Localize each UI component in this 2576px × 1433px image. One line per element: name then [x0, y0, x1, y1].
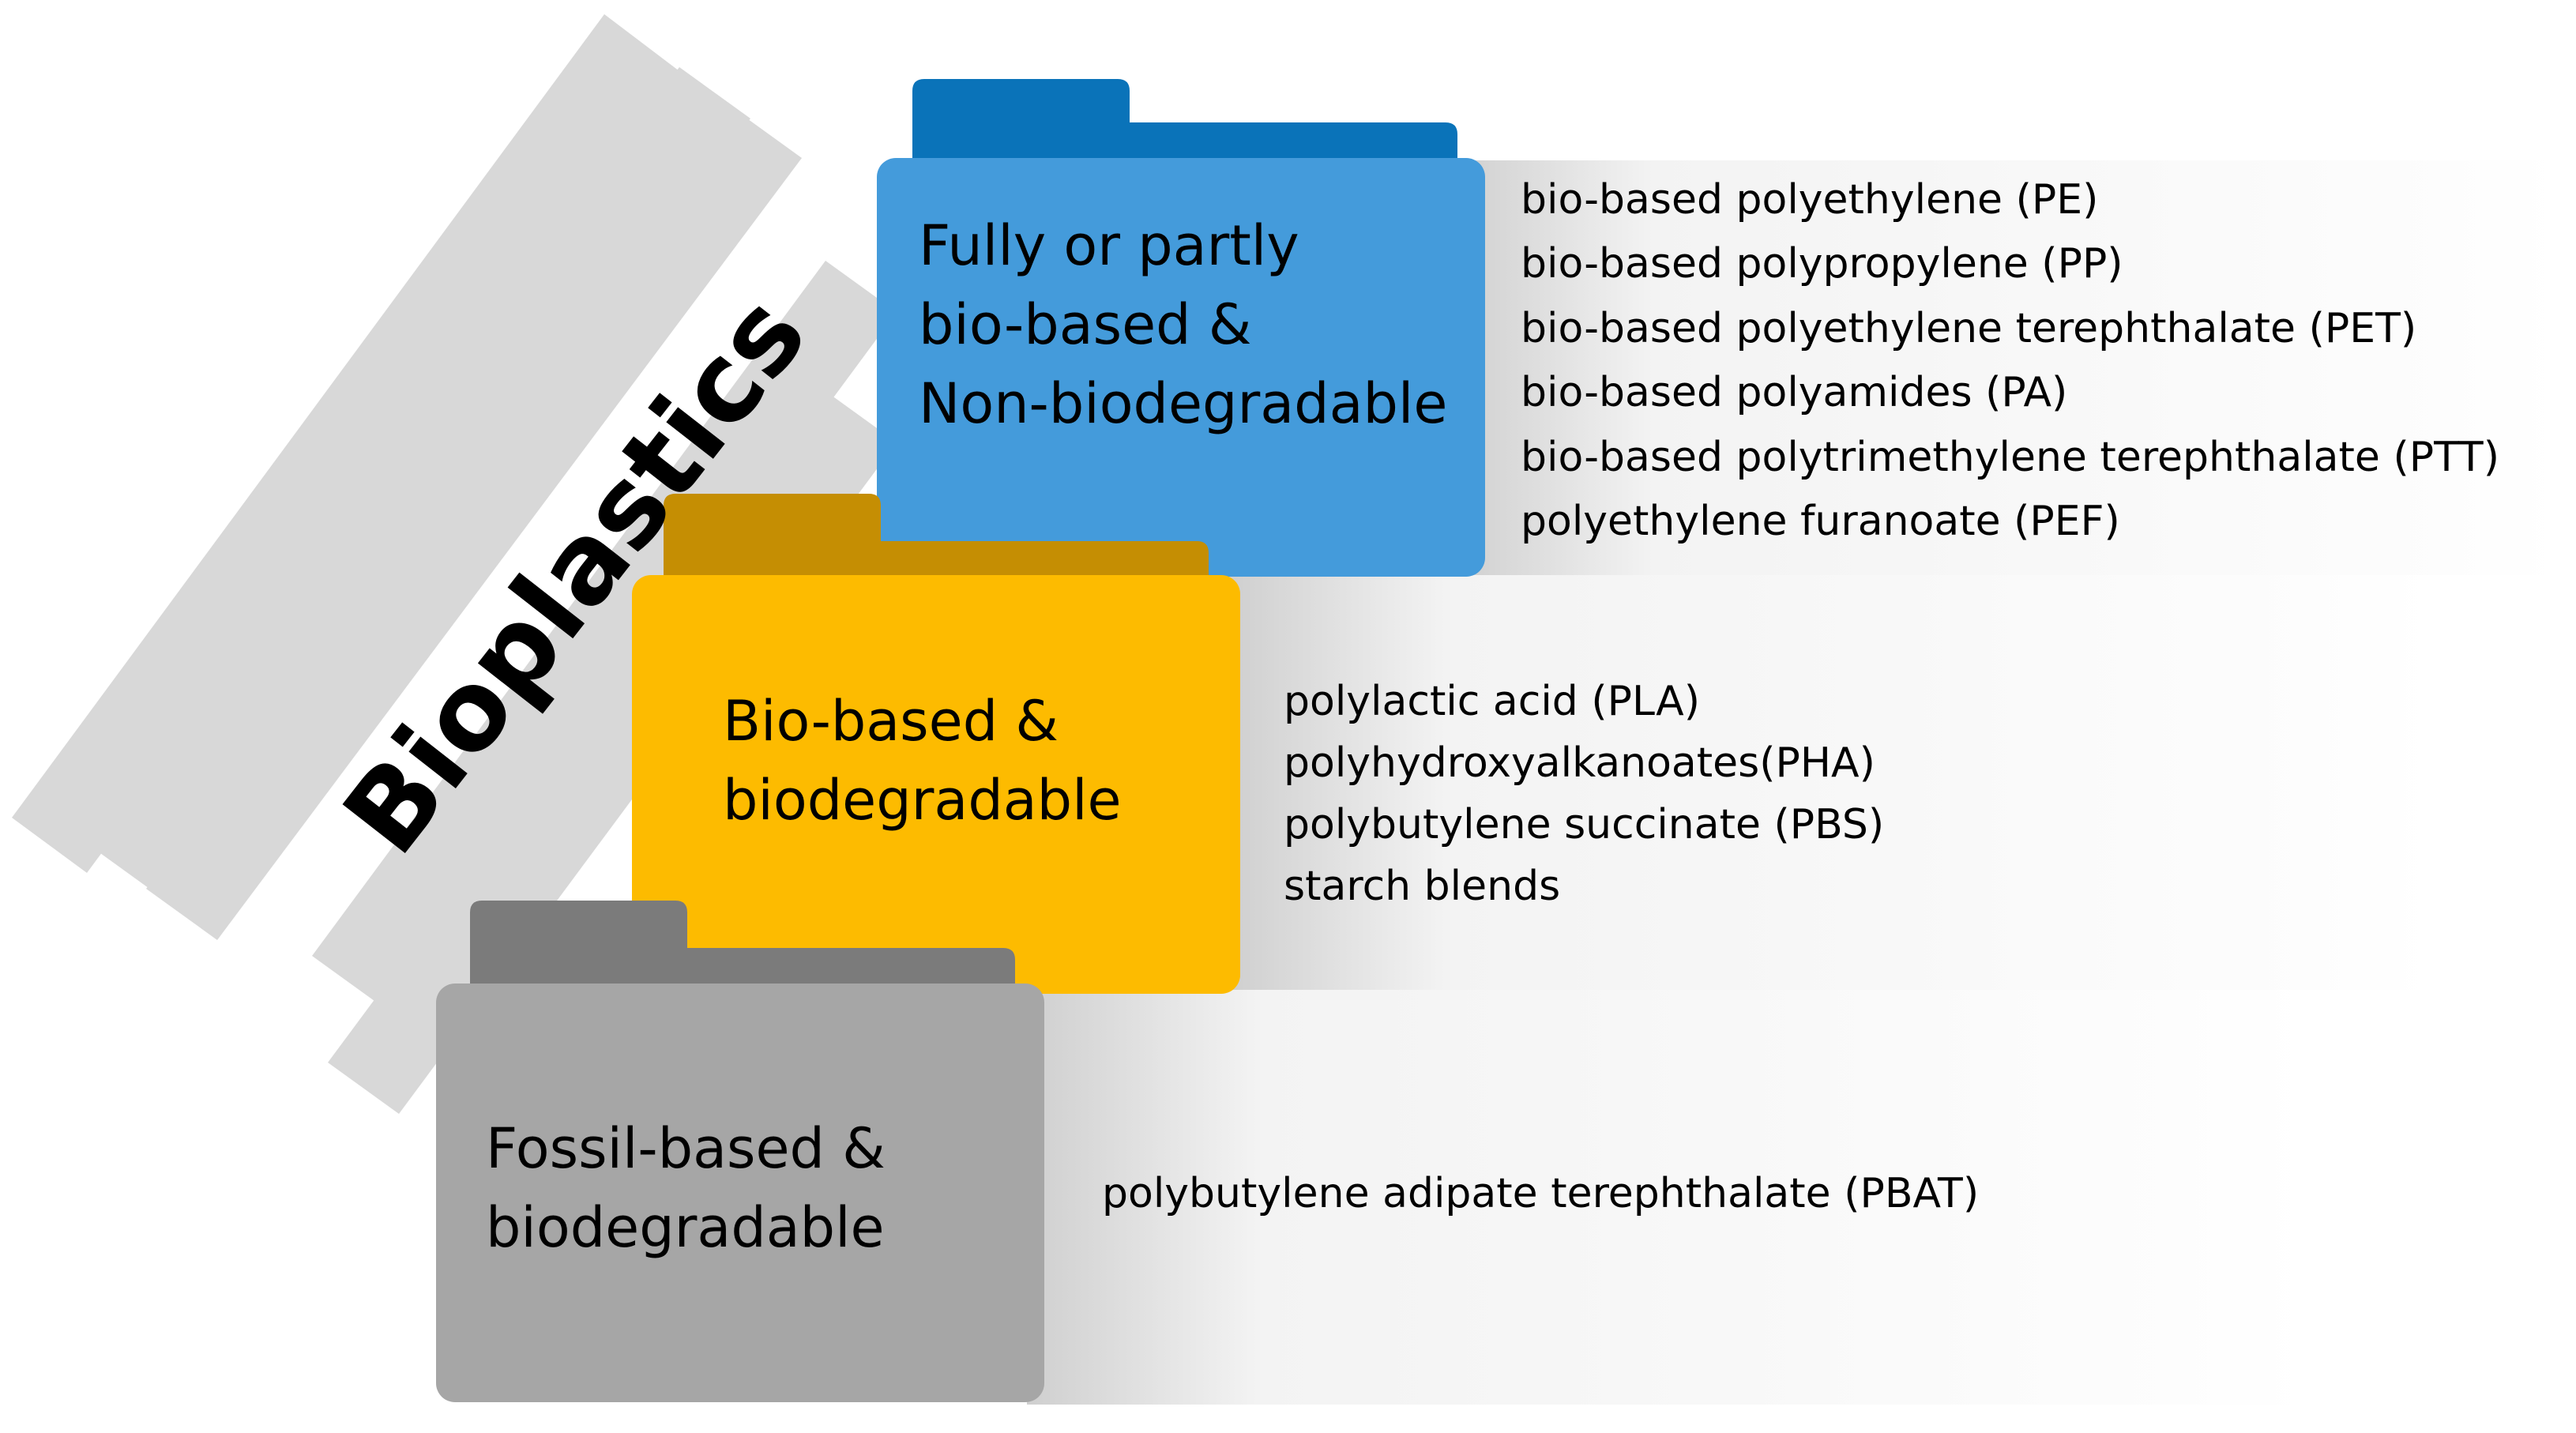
gray-item-list: polybutylene adipate terephthalate (PBAT… — [1102, 1170, 1979, 1217]
folder-yellow — [632, 494, 1240, 994]
stripe — [146, 107, 802, 940]
list-item: polyethylene furanoate (PEF) — [1521, 498, 2120, 545]
yellow-item-list: polylactic acid (PLA) polyhydroxyalkanoa… — [1284, 678, 1884, 910]
list-item: bio-based polyethylene terephthalate (PE… — [1521, 305, 2416, 352]
gray-list-panel — [1027, 990, 2307, 1405]
list-item: bio-based polypropylene (PP) — [1521, 240, 2123, 288]
stripe — [12, 14, 679, 873]
yellow-list-panel — [1228, 575, 2433, 990]
list-item: starch blends — [1284, 863, 1560, 910]
list-item: polylactic acid (PLA) — [1284, 678, 1700, 725]
list-item: polyhydroxyalkanoates(PHA) — [1284, 739, 1875, 787]
folder-yellow-title-line: Bio-based & — [723, 689, 1059, 754]
folder-gray-title: Fossil-based & biodegradable — [486, 1116, 903, 1260]
list-item: polybutylene succinate (PBS) — [1284, 801, 1884, 848]
list-item: bio-based polytrimethylene terephthalate… — [1521, 434, 2499, 481]
folder-gray-title-line: Fossil-based & — [486, 1116, 886, 1181]
folder-blue-title-line: bio-based & — [919, 292, 1251, 357]
list-item: bio-based polyamides (PA) — [1521, 369, 2067, 416]
list-panels — [1027, 160, 2559, 1405]
folder-blue-title: Fully or partly bio-based & Non-biodegra… — [919, 213, 1447, 436]
blue-item-list: bio-based polyethylene (PE) bio-based po… — [1521, 176, 2499, 545]
folder-gray-title-line: biodegradable — [486, 1195, 885, 1260]
folder-yellow-title: Bio-based & biodegradable — [723, 689, 1122, 833]
folder-yellow-front — [632, 575, 1240, 994]
folder-yellow-title-line: biodegradable — [723, 768, 1122, 833]
list-item: polybutylene adipate terephthalate (PBAT… — [1102, 1170, 1979, 1217]
blue-list-panel — [1453, 160, 2559, 575]
stripe — [95, 67, 750, 901]
folder-blue-title-line: Fully or partly — [919, 213, 1299, 278]
folder-blue-title-line: Non-biodegradable — [919, 371, 1447, 436]
folder-blue-front — [877, 158, 1485, 577]
folder-gray — [436, 901, 1044, 1402]
stripe — [312, 261, 897, 1007]
folder-blue — [877, 79, 1485, 577]
folder-gray-front — [436, 984, 1044, 1402]
list-item: bio-based polyethylene (PE) — [1521, 176, 2098, 224]
